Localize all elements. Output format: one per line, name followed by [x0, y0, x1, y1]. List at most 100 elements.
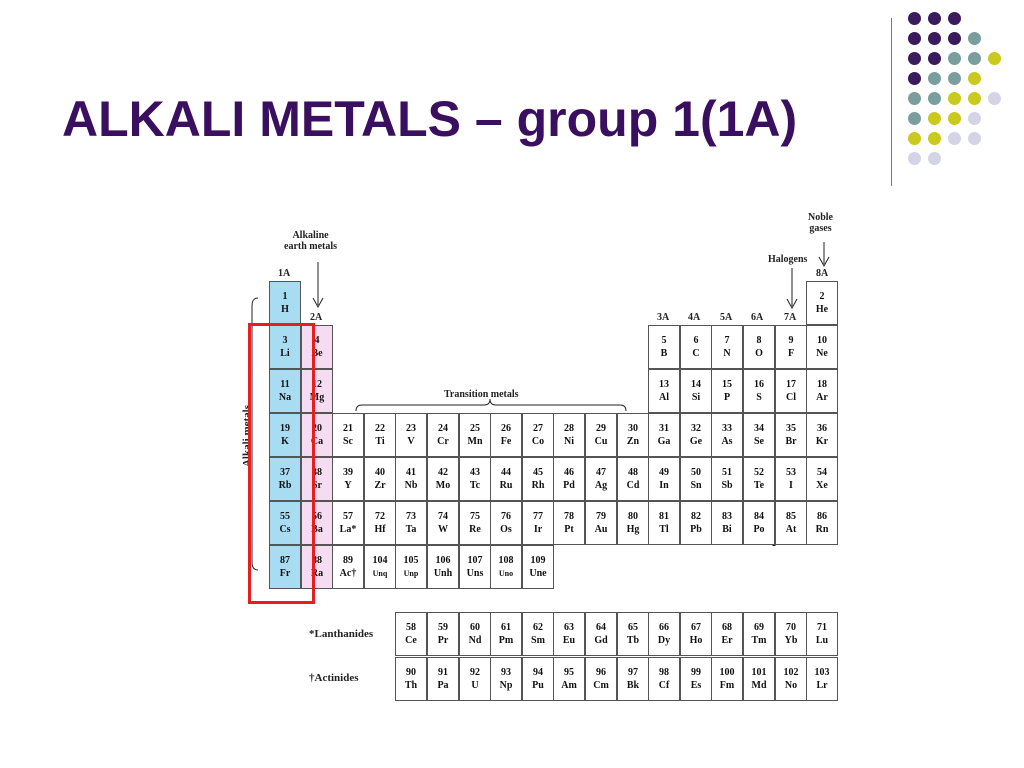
atomic-number: 59	[438, 622, 448, 633]
element-symbol: Fe	[500, 436, 512, 447]
element-symbol: Ti	[375, 436, 385, 447]
element-symbol: Pa	[437, 680, 449, 691]
atomic-number: 103	[814, 667, 830, 678]
atomic-number: 8	[756, 335, 762, 346]
atomic-number: 41	[406, 467, 416, 478]
element-symbol: Pm	[498, 635, 514, 646]
atomic-number: 47	[596, 467, 606, 478]
element-symbol: Co	[531, 436, 545, 447]
group-6A-label: 6A	[751, 312, 764, 323]
element-symbol: Cs	[279, 524, 291, 535]
element-symbol: Uno	[498, 569, 514, 578]
atomic-number: 51	[722, 467, 732, 478]
atomic-number: 79	[596, 511, 606, 522]
atomic-number: 82	[691, 511, 701, 522]
atomic-number: 91	[438, 667, 448, 678]
decor-dot	[928, 152, 941, 165]
atomic-number: 71	[817, 622, 827, 633]
element-symbol: Md	[751, 680, 767, 691]
atomic-number: 21	[343, 423, 353, 434]
decor-dot	[928, 32, 941, 45]
atomic-number: 16	[754, 379, 764, 390]
atomic-number: 50	[691, 467, 701, 478]
element-symbol: Er	[721, 635, 733, 646]
element-symbol: Br	[785, 436, 797, 447]
noble-gases-label: Noble gases	[808, 212, 833, 234]
element-symbol: La*	[339, 524, 357, 535]
atomic-number: 39	[343, 467, 353, 478]
atomic-number: 109	[530, 555, 546, 566]
atomic-number: 96	[596, 667, 606, 678]
decor-dot	[928, 112, 941, 125]
element-symbol: He	[815, 304, 829, 315]
element-symbol: Mo	[435, 480, 451, 491]
group-1A-label: 1A	[278, 268, 291, 279]
element-symbol: Ca	[310, 436, 324, 447]
atomic-number: 81	[659, 511, 669, 522]
element-symbol: V	[407, 436, 415, 447]
atomic-number: 94	[533, 667, 543, 678]
atomic-number: 76	[501, 511, 511, 522]
element-symbol: Pd	[563, 480, 575, 491]
element-symbol: S	[756, 392, 762, 403]
atomic-number: 88	[312, 555, 322, 566]
atomic-number: 66	[659, 622, 669, 633]
element-symbol: Lr	[816, 680, 828, 691]
decor-dot	[948, 72, 961, 85]
element-symbol: Bk	[626, 680, 640, 691]
atomic-number: 62	[533, 622, 543, 633]
atomic-number: 46	[564, 467, 574, 478]
atomic-number: 28	[564, 423, 574, 434]
atomic-number: 75	[470, 511, 480, 522]
element-symbol: Te	[753, 480, 765, 491]
element-symbol: Cr	[437, 436, 449, 447]
decor-dot	[928, 92, 941, 105]
element-symbol: B	[660, 348, 668, 359]
decor-dot	[928, 52, 941, 65]
element-symbol: Hf	[374, 524, 386, 535]
atomic-number: 31	[659, 423, 669, 434]
atomic-number: 61	[501, 622, 511, 633]
element-symbol: In	[659, 480, 669, 491]
atomic-number: 97	[628, 667, 638, 678]
element-symbol: Se	[754, 436, 764, 447]
decor-dot	[968, 92, 981, 105]
element-symbol: Unq	[372, 569, 388, 578]
element-symbol: Na	[278, 392, 292, 403]
element-symbol: Sn	[690, 480, 702, 491]
element-symbol: Ne	[816, 348, 828, 359]
atomic-number: 77	[533, 511, 543, 522]
atomic-number: 15	[722, 379, 732, 390]
atomic-number: 18	[817, 379, 827, 390]
element-symbol: Nd	[468, 635, 482, 646]
decor-dot	[948, 32, 961, 45]
element-symbol: Rn	[815, 524, 829, 535]
